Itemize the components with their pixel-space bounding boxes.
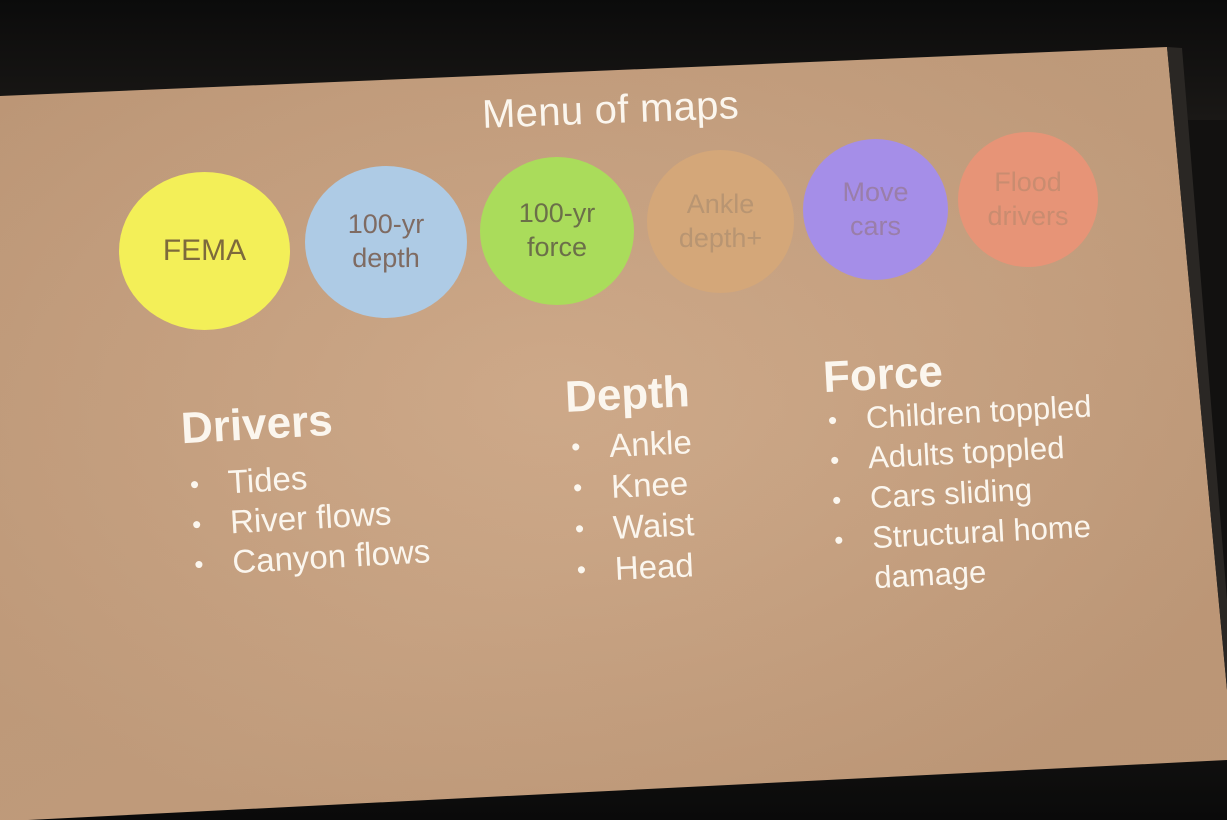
depth-heading: Depth <box>563 367 691 422</box>
map-option-flood-drivers: Flood drivers <box>958 132 1098 267</box>
map-option-move-cars: Move cars <box>803 139 948 280</box>
list-item: Structural home damage <box>829 504 1155 601</box>
map-option-label: 100-yr force <box>518 198 596 262</box>
map-option-label: Move cars <box>842 176 909 241</box>
map-option-100yr-force: 100-yr force <box>480 157 634 305</box>
drivers-list: Tides River flows Canyon flows <box>185 451 431 584</box>
list-item: Ankle <box>566 421 692 468</box>
map-option-label: 100-yr depth <box>347 209 425 273</box>
map-option-ankle-depth: Ankle depth+ <box>647 150 794 293</box>
slide-title: Menu of maps <box>481 83 740 137</box>
list-item: Head <box>572 544 698 591</box>
depth-list: Ankle Knee Waist Head <box>566 421 698 590</box>
map-option-fema: FEMA <box>119 172 290 330</box>
drivers-heading: Drivers <box>179 395 334 454</box>
map-option-100yr-depth: 100-yr depth <box>305 166 467 318</box>
list-item: Waist <box>570 503 696 550</box>
map-option-label: Flood drivers <box>987 166 1069 231</box>
force-list: Children toppled Adults toppled Cars sli… <box>823 384 1155 601</box>
map-option-label: Ankle depth+ <box>678 188 763 253</box>
map-option-label: FEMA <box>162 234 247 268</box>
screen-right-edge <box>1167 47 1227 690</box>
list-item: Knee <box>568 462 694 509</box>
